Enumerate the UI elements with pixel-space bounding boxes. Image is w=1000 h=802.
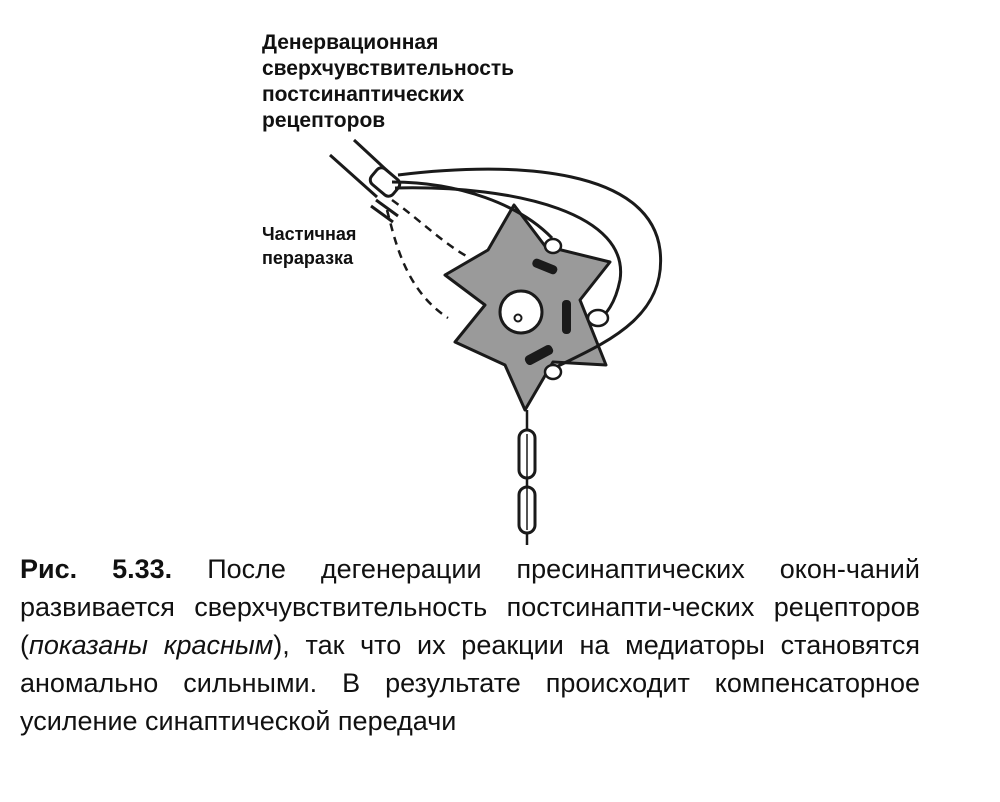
intact-fibers [391,167,663,372]
caption-text: После дегенерации пресинаптических окон-… [20,554,920,660]
label-denervation-hypersensitivity: Денервационная сверхчувствительность пос… [262,30,514,134]
axon-cut-end [368,166,402,198]
degenerated-fibers [385,198,471,320]
label-line: сверхчувствительность [262,57,515,80]
nucleolus [513,313,523,323]
label-line: рецепторов [262,109,386,132]
synaptic-terminals [543,237,610,381]
receptor-patches [524,258,571,366]
label-line: Частичная [262,224,357,244]
nucleus [498,289,544,335]
label-line: постсинаптических [262,83,465,106]
caption-emphasis: показаны красным [29,630,274,660]
label-partial-transection: Частичная пераразка [262,222,356,270]
figure-number: Рис. 5.33. [20,554,173,584]
label-line: Денервационная [262,31,439,54]
label-line: пераразка [262,248,354,268]
figure-caption: Рис. 5.33. После дегенерации пресинаптич… [20,550,920,740]
caption-text-end: ), так что их реакции на медиаторы стано… [20,630,920,736]
transection-mark [370,198,399,224]
